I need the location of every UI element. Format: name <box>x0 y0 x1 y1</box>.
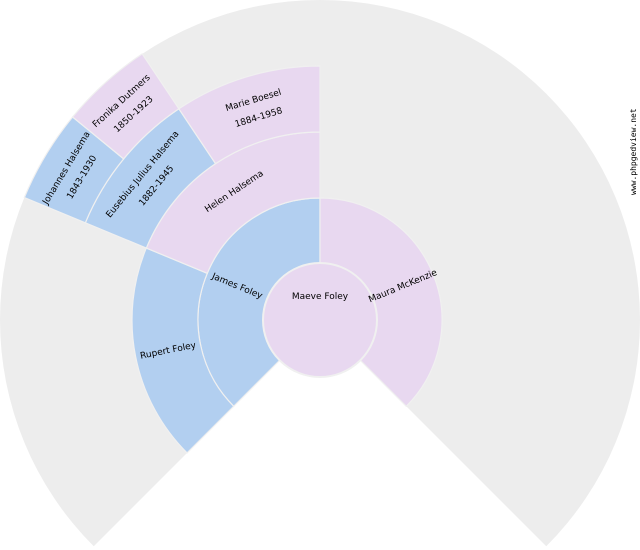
person-segment-pgm-m[interactable] <box>178 65 321 165</box>
person-segment-root[interactable] <box>262 262 378 378</box>
watermark: www.phpgedview.net <box>629 108 638 195</box>
person-label-root: Maeve Foley <box>292 292 349 302</box>
person-segment-pgm-fm[interactable] <box>71 53 180 160</box>
watermark-text: www.phpgedview.net <box>629 108 638 195</box>
